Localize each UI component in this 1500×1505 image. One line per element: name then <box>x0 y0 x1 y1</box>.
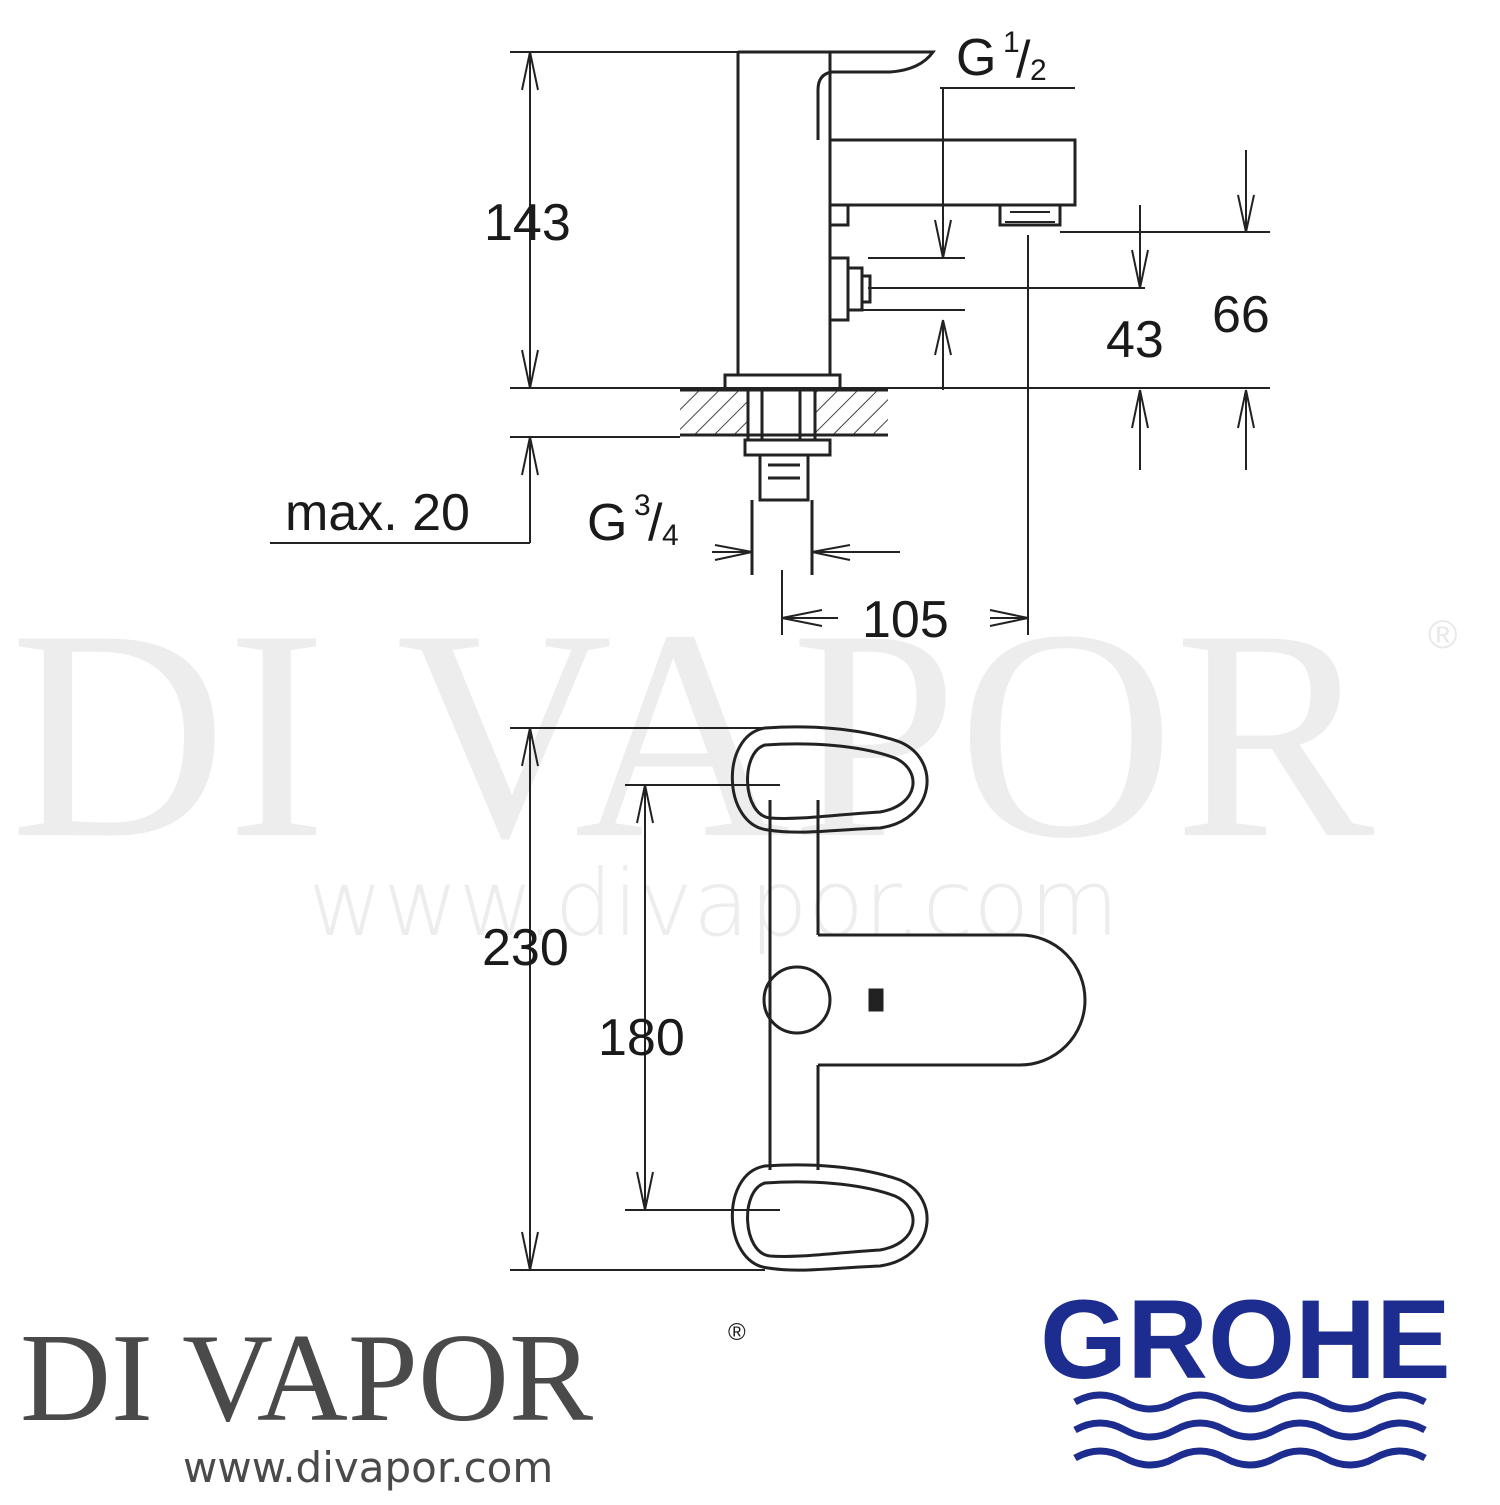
dim-inlet-sup: 3 <box>634 489 651 522</box>
diverter-knob <box>762 965 832 1035</box>
bottom-handle <box>730 1163 929 1272</box>
tap-body <box>736 52 832 375</box>
locknut <box>743 438 832 457</box>
dimension-labels-side: 143 G 1 / 2 66 43 max. 20 G 3 / 4 105 <box>285 26 1270 649</box>
deck-hatch-left <box>680 390 748 435</box>
inlet-pipe <box>750 500 814 575</box>
side-view <box>680 50 1077 575</box>
aerator <box>998 205 1062 227</box>
svg-text:/: / <box>1016 31 1031 89</box>
dim-inlet-thread: G <box>587 494 627 552</box>
watermark-url: www.divapor.com <box>308 850 1119 957</box>
diverter-bracket <box>830 203 850 227</box>
dim-inlet-sub: 4 <box>662 519 679 552</box>
dim-spout-reach: 105 <box>862 591 949 649</box>
deck-bar <box>768 800 820 1170</box>
dim-outlet-sub: 2 <box>1030 54 1047 87</box>
inlet-tail <box>758 455 810 502</box>
dim-hand-shower-height: 43 <box>1106 311 1164 369</box>
top-handle <box>730 725 929 834</box>
dim-centers: 180 <box>598 1009 685 1067</box>
di-vapor-registered-mark: ® <box>728 1319 746 1346</box>
dim-spout-height: 66 <box>1212 286 1270 344</box>
watermark: DI VAPOR www.divapor.com ® <box>10 568 1457 957</box>
grohe-waves-icon <box>1073 1391 1427 1469</box>
dim-deck-thickness: max. 20 <box>285 484 470 542</box>
watermark-brand: DI VAPOR <box>10 568 1376 900</box>
grohe-logo: GROHE <box>1040 1277 1451 1469</box>
grohe-wordmark: GROHE <box>1040 1277 1451 1402</box>
shank <box>746 390 817 440</box>
deck-surface <box>680 388 888 437</box>
dim-outlet-sup: 1 <box>1003 26 1020 59</box>
dimension-lines-side <box>270 51 1270 635</box>
dim-outlet-thread: G <box>956 29 996 87</box>
dim-overall-length: 230 <box>482 919 569 977</box>
di-vapor-logo: DI VAPOR <box>20 1309 593 1448</box>
watermark-registered-mark: ® <box>1428 613 1457 657</box>
deck-hatch-right <box>815 390 888 435</box>
spout <box>830 138 1077 207</box>
spout-arm-plan <box>818 933 1087 1067</box>
aerator-mark <box>868 988 884 1012</box>
di-vapor-url: www.divapor.com <box>183 1443 553 1492</box>
dimension-lines-plan <box>510 727 780 1271</box>
lever-handle <box>738 50 936 140</box>
di-vapor-branding: DI VAPOR ® www.divapor.com <box>20 1309 746 1492</box>
dimension-labels-plan: 230 180 <box>482 919 685 1067</box>
dim-height-total: 143 <box>484 194 571 252</box>
svg-text:/: / <box>648 494 663 552</box>
plan-view <box>730 725 1087 1272</box>
